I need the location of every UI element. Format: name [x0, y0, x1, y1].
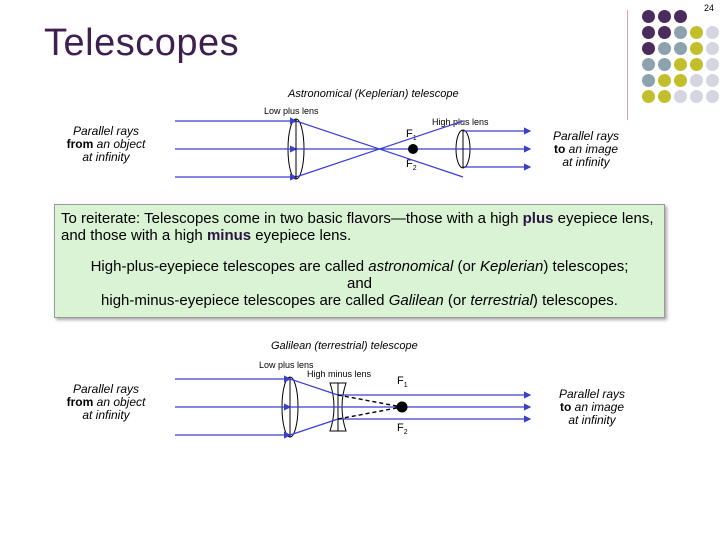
reiterate-paragraph-1: To reiterate: Telescopes come in two bas… [61, 210, 654, 244]
dot [706, 42, 719, 55]
keplerian-focal-point-1-label: F1 [406, 128, 417, 143]
dot [658, 42, 671, 55]
keplerian-objective-label: Low plus lens [264, 106, 319, 116]
galilean-eyepiece-lens [329, 382, 347, 432]
galilean-left-caption: Parallel rays from an object at infinity [66, 382, 146, 422]
dot [642, 26, 655, 39]
slide-title: Telescopes [44, 22, 240, 64]
reiterate-box: To reiterate: Telescopes come in two bas… [54, 204, 665, 318]
dot [658, 26, 671, 39]
decorative-divider [627, 10, 628, 120]
galilean-diagram-title: Galilean (terrestrial) telescope [271, 340, 418, 352]
dot [674, 90, 687, 103]
dot [706, 90, 719, 103]
galilean-focal-point-1-label: F1 [397, 375, 408, 390]
dot [658, 90, 671, 103]
dot [674, 58, 687, 71]
keplerian-left-caption: Parallel rays from an object at infinity [66, 124, 146, 164]
g-ray-converge-top [289, 378, 339, 396]
keplerian-focal-point-2-label: F2 [406, 158, 417, 173]
dot [706, 58, 719, 71]
dot [690, 58, 703, 71]
decorative-dot-grid [640, 10, 720, 110]
g-virtual-ray-bottom [337, 406, 403, 420]
dot [706, 74, 719, 87]
dot [658, 10, 671, 23]
keplerian-diagram-title: Astronomical (Keplerian) telescope [288, 88, 459, 100]
dot [642, 42, 655, 55]
ray-converge-bottom [295, 120, 464, 178]
dot [674, 10, 687, 23]
dot [642, 90, 655, 103]
dot [690, 42, 703, 55]
dot [690, 90, 703, 103]
dot [642, 10, 655, 23]
galilean-focal-point-2-label: F2 [397, 422, 408, 437]
g-virtual-ray-top [337, 394, 403, 408]
dot [674, 26, 687, 39]
keplerian-right-caption: Parallel rays to an image at infinity [552, 129, 620, 169]
galilean-objective-label: Low plus lens [259, 360, 314, 370]
dot [674, 74, 687, 87]
reiterate-paragraph-2: High-plus-eyepiece telescopes are called… [90, 258, 629, 309]
dot [658, 58, 671, 71]
keplerian-focal-point [408, 144, 418, 154]
dot [658, 74, 671, 87]
galilean-eyepiece-label: High minus lens [307, 369, 372, 379]
dot [690, 74, 703, 87]
dot [642, 58, 655, 71]
g-ray-converge-bottom [289, 418, 339, 436]
page-number: 24 [703, 3, 714, 13]
galilean-focal-point [396, 401, 408, 413]
dot [642, 74, 655, 87]
dot [690, 26, 703, 39]
dot [706, 26, 719, 39]
dot [674, 42, 687, 55]
galilean-right-caption: Parallel rays to an image at infinity [558, 387, 626, 427]
